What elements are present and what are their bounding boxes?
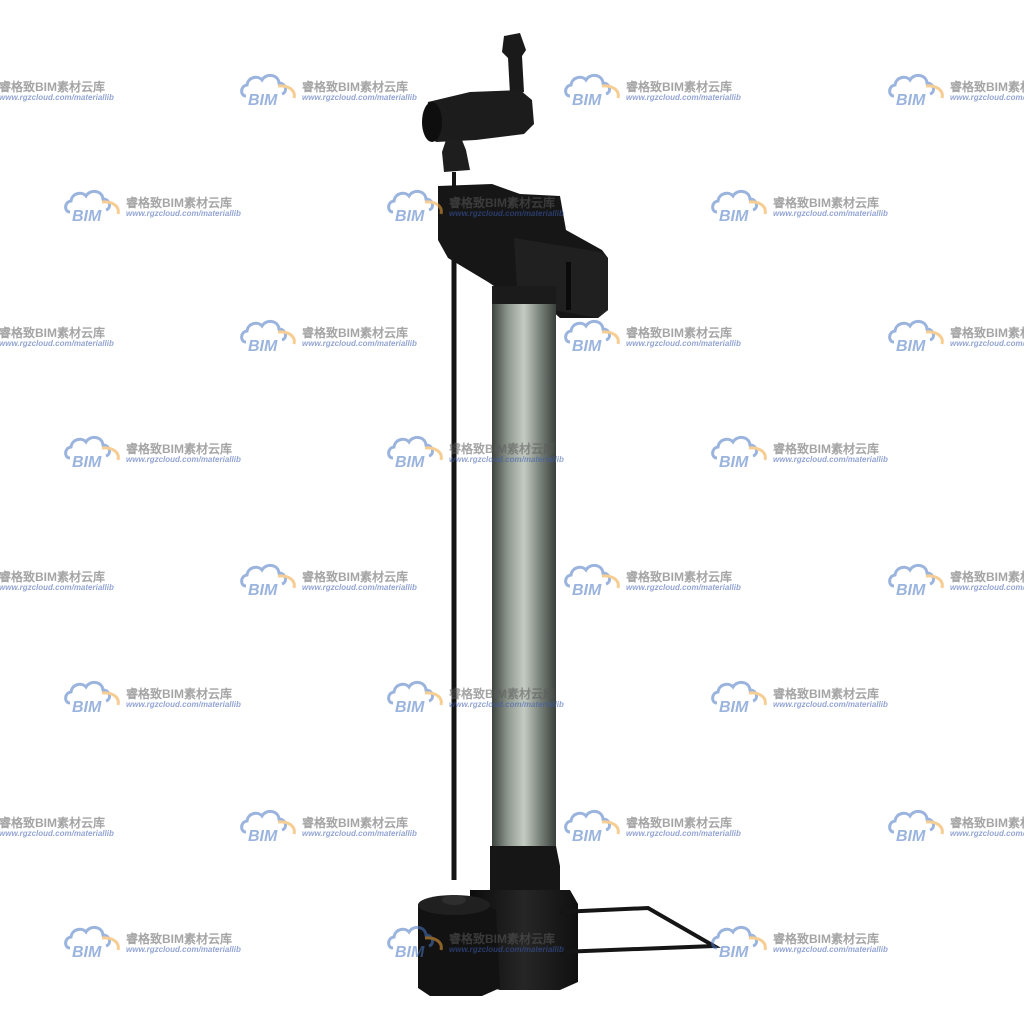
pump-foot-rest — [559, 905, 722, 954]
pump-barrel — [492, 286, 556, 858]
pump-head — [422, 33, 534, 188]
pump-base — [418, 846, 578, 996]
